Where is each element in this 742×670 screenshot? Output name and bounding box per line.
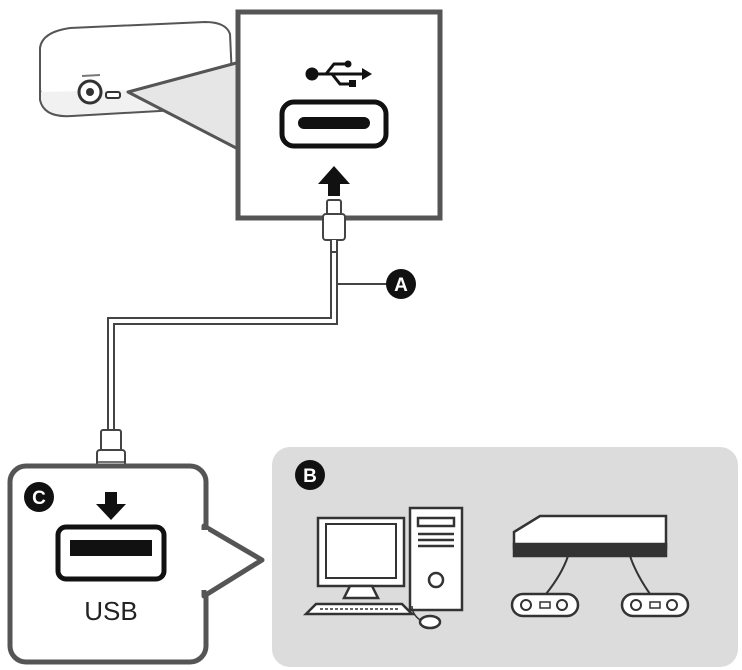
arrow-icon	[96, 492, 126, 520]
device-port-panel	[235, 9, 443, 221]
game-controller-icon	[510, 592, 580, 618]
callout-b-badge: B	[295, 460, 325, 490]
callout-c-label: C	[32, 488, 46, 509]
callout-a-label: A	[394, 275, 408, 296]
desktop-computer-icon	[302, 506, 464, 630]
usb-symbol-icon	[305, 60, 372, 87]
game-controller-icon	[620, 592, 690, 618]
callout-a-badge: A	[386, 269, 416, 299]
callout-b-label: B	[303, 466, 317, 487]
computer-port-panel: C USB	[7, 463, 265, 665]
game-console-icon	[512, 514, 668, 595]
arrow-icon	[318, 166, 350, 196]
usb-port-label: USB	[84, 596, 137, 626]
